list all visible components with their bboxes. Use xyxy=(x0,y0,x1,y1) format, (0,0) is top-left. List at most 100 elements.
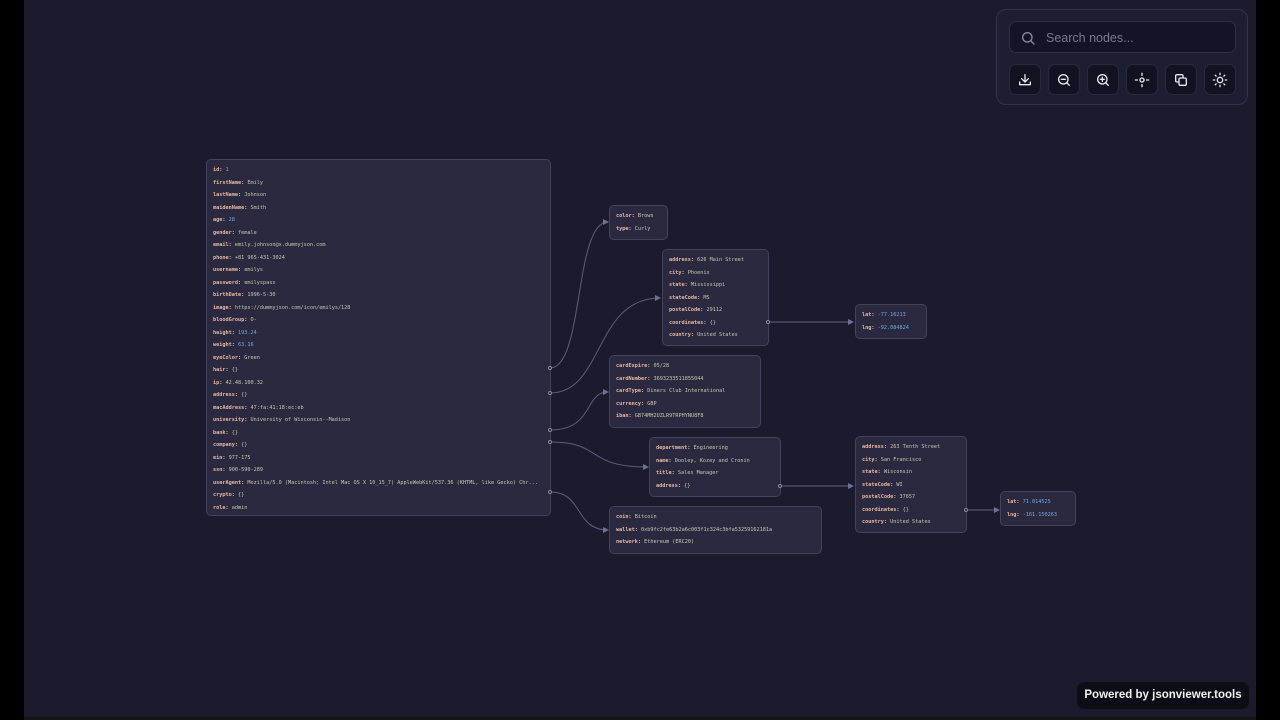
handle-company[interactable] xyxy=(548,440,552,444)
node-field[interactable]: postalCode: 37657 xyxy=(862,491,960,504)
field-key: lng xyxy=(862,324,872,331)
zoom-in-button[interactable] xyxy=(1087,64,1119,95)
node-field[interactable]: userAgent: Mozilla/5.0 (Macintosh; Intel… xyxy=(213,477,544,490)
field-value: emilyspass xyxy=(244,279,276,286)
handle-address[interactable] xyxy=(548,391,552,395)
node-field[interactable]: state: Mississippi xyxy=(669,279,762,292)
node-field[interactable]: age: 28 xyxy=(213,214,544,227)
node-field[interactable]: ein: 977-175 xyxy=(213,452,544,465)
field-separator: : xyxy=(697,294,704,301)
node-field[interactable]: title: Sales Manager xyxy=(656,467,774,480)
node-field[interactable]: state: Wisconsin xyxy=(862,466,960,479)
node-field[interactable]: department: Engineering xyxy=(656,442,774,455)
field-key: currency xyxy=(616,400,641,407)
node-field[interactable]: postalCode: 29112 xyxy=(669,304,762,317)
node-field[interactable]: username: emilys xyxy=(213,264,544,277)
download-button[interactable] xyxy=(1009,64,1041,95)
handle-hair[interactable] xyxy=(548,366,552,370)
handle-bank[interactable] xyxy=(548,428,552,432)
node-field[interactable]: gender: female xyxy=(213,227,544,240)
node-field[interactable]: stateCode: MS xyxy=(669,292,762,305)
node-field[interactable]: wallet: 0xb9fc2fe63b2a6c003f1c324c3bfa53… xyxy=(616,524,815,537)
handle-crypto[interactable] xyxy=(548,490,552,494)
node-field[interactable]: ip: 42.48.100.32 xyxy=(213,377,544,390)
node-field[interactable]: image: https://dummyjson.com/icon/emilys… xyxy=(213,302,544,315)
search-box[interactable] xyxy=(1009,21,1236,54)
node-field[interactable]: coin: Bitcoin xyxy=(616,511,815,524)
node-field[interactable]: country: United States xyxy=(669,329,762,342)
node-field[interactable]: hair: {} xyxy=(213,364,544,377)
node-field[interactable]: stateCode: WI xyxy=(862,479,960,492)
node-field[interactable]: lng: -161.150263 xyxy=(1007,509,1069,522)
field-separator: : xyxy=(687,445,694,451)
node-field[interactable]: email: emily.johnson@x.dummyjson.com xyxy=(213,239,544,252)
node-field[interactable]: lat: -77.16213 xyxy=(862,309,920,322)
node-field[interactable]: coordinates: {} xyxy=(862,504,960,517)
node-field[interactable]: address: 626 Main Street xyxy=(669,254,762,267)
node-field[interactable]: height: 193.24 xyxy=(213,327,544,340)
node-field[interactable]: lng: -92.084824 xyxy=(862,322,920,335)
node-field[interactable]: password: emilyspass xyxy=(213,277,544,290)
node-field[interactable]: weight: 63.16 xyxy=(213,339,544,352)
node-field[interactable]: birthDate: 1996-5-30 xyxy=(213,289,544,302)
field-value: Mississippi xyxy=(690,282,726,288)
node-field[interactable]: university: University of Wisconsin--Mad… xyxy=(213,414,544,427)
zoom-out-button[interactable] xyxy=(1048,64,1080,95)
field-key: wallet xyxy=(616,526,635,533)
theme-toggle-button[interactable] xyxy=(1204,64,1236,95)
node-field[interactable]: city: San Francisco xyxy=(862,454,960,467)
node-field[interactable]: firstName: Emily xyxy=(213,177,544,190)
node-field[interactable]: id: 1 xyxy=(213,164,544,177)
node-field[interactable]: cardType: Diners Club International xyxy=(616,385,754,398)
node-field[interactable]: bank: {} xyxy=(213,427,544,440)
field-value: Dooley, Kozey and Cronin xyxy=(674,457,750,464)
node-field[interactable]: cardExpire: 05/28 xyxy=(616,360,754,373)
node-field[interactable]: address: 263 Tenth Street xyxy=(862,441,960,454)
node-field[interactable]: macAddress: 47:fa:41:18:ec:eb xyxy=(213,402,544,415)
copy-button[interactable] xyxy=(1165,64,1197,95)
node-field[interactable]: phone: +81 965-431-3024 xyxy=(213,252,544,265)
node-field[interactable]: company: {} xyxy=(213,439,544,452)
node-field[interactable]: currency: GBP xyxy=(616,398,754,411)
node-field[interactable]: name: Dooley, Kozey and Cronin xyxy=(656,455,774,468)
node-field[interactable]: color: Brown xyxy=(616,210,661,223)
field-key: birthDate xyxy=(213,292,242,298)
node-field[interactable]: lat: 71.814525 xyxy=(1007,496,1069,509)
field-value: 0xb9fc2fe63b2a6c003f1c324c3bfa5325916218… xyxy=(641,526,773,533)
node-field[interactable]: cardNumber: 3693233511855044 xyxy=(616,373,754,386)
node-field[interactable]: network: Ethereum (ERC20) xyxy=(616,536,815,549)
node-field[interactable]: ssn: 900-590-289 xyxy=(213,464,544,477)
node-field[interactable]: address: {} xyxy=(213,389,544,402)
field-value: United States xyxy=(890,519,931,525)
node-field[interactable]: address: {} xyxy=(656,480,774,493)
node-field[interactable]: coordinates: {} xyxy=(669,317,762,330)
search-input[interactable] xyxy=(1044,22,1233,54)
handle-address-coordinates[interactable] xyxy=(766,320,770,324)
node-field[interactable]: city: Phoenix xyxy=(669,267,762,280)
handle-company-coordinates[interactable] xyxy=(964,508,968,512)
node-field[interactable]: maidenName: Smith xyxy=(213,202,544,215)
node-field[interactable]: lastName: Johnson xyxy=(213,189,544,202)
handle-company-address[interactable] xyxy=(778,484,782,488)
field-value: Curly xyxy=(634,225,651,232)
powered-by-badge[interactable]: Powered by jsonviewer.tools xyxy=(1077,682,1249,709)
center-view-button[interactable] xyxy=(1126,64,1158,95)
node-field[interactable]: role: admin xyxy=(213,502,544,515)
field-key: lat xyxy=(1007,499,1017,505)
node-field[interactable]: bloodGroup: O- xyxy=(213,314,544,327)
node-field[interactable]: iban: GB74MH2UZLR9TRPHYNU8F8 xyxy=(616,410,754,423)
node-field[interactable]: crypto: {} xyxy=(213,489,544,502)
node-field[interactable]: country: United States xyxy=(862,516,960,529)
node-field[interactable]: eyeColor: Green xyxy=(213,352,544,365)
node-field[interactable]: type: Curly xyxy=(616,223,661,236)
